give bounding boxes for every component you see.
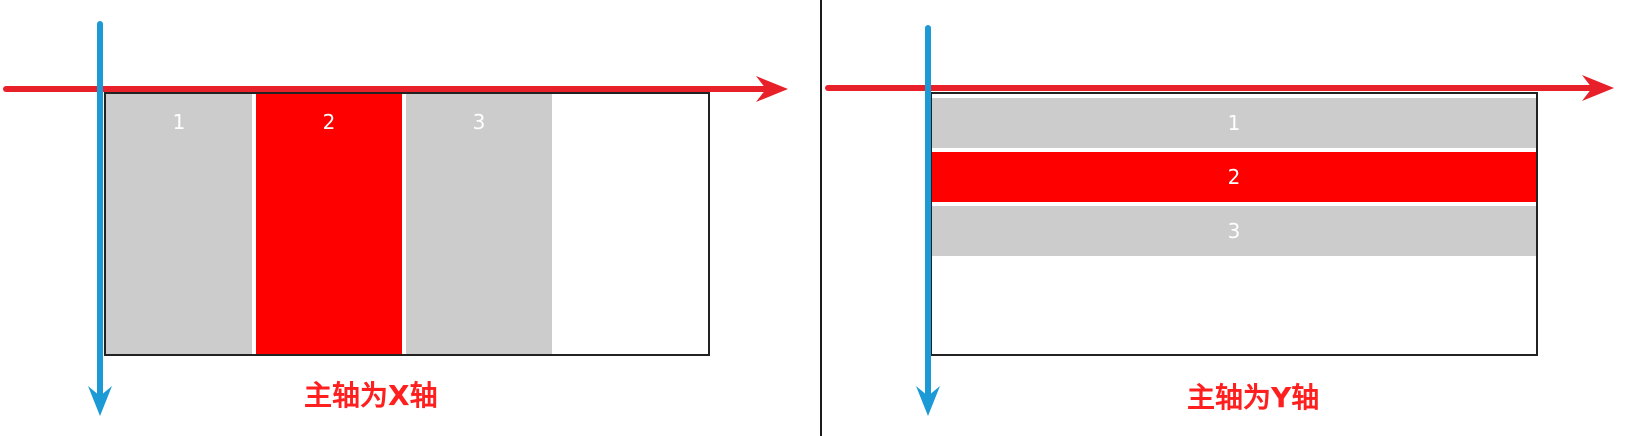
- axes-column: [825, 25, 1614, 416]
- panel-divider: [820, 0, 822, 436]
- flex-item-2: 2: [256, 94, 402, 354]
- flex-item-1: 1: [932, 98, 1536, 148]
- flex-item-1: 1: [106, 94, 252, 354]
- flex-item-3: 3: [932, 206, 1536, 256]
- column-direction-panel: 1 2 3 主轴为Y轴: [822, 0, 1634, 436]
- cross-axis-y-arrowhead: [916, 386, 940, 416]
- main-axis-x-arrowhead: [756, 76, 788, 102]
- flex-item-2: 2: [932, 152, 1536, 202]
- caption-main-axis-x: 主轴为X轴: [304, 379, 438, 412]
- flex-container-row: 1 2 3: [104, 92, 710, 356]
- main-axis-x-arrowhead: [1582, 75, 1614, 101]
- axes-row: [3, 21, 788, 416]
- cross-axis-y-arrowhead: [88, 386, 112, 416]
- caption-main-axis-y: 主轴为Y轴: [1187, 381, 1320, 414]
- flex-item-3: 3: [406, 94, 552, 354]
- row-direction-panel: 1 2 3 主轴为X轴: [3, 21, 788, 416]
- flex-container-column: 1 2 3: [930, 92, 1538, 356]
